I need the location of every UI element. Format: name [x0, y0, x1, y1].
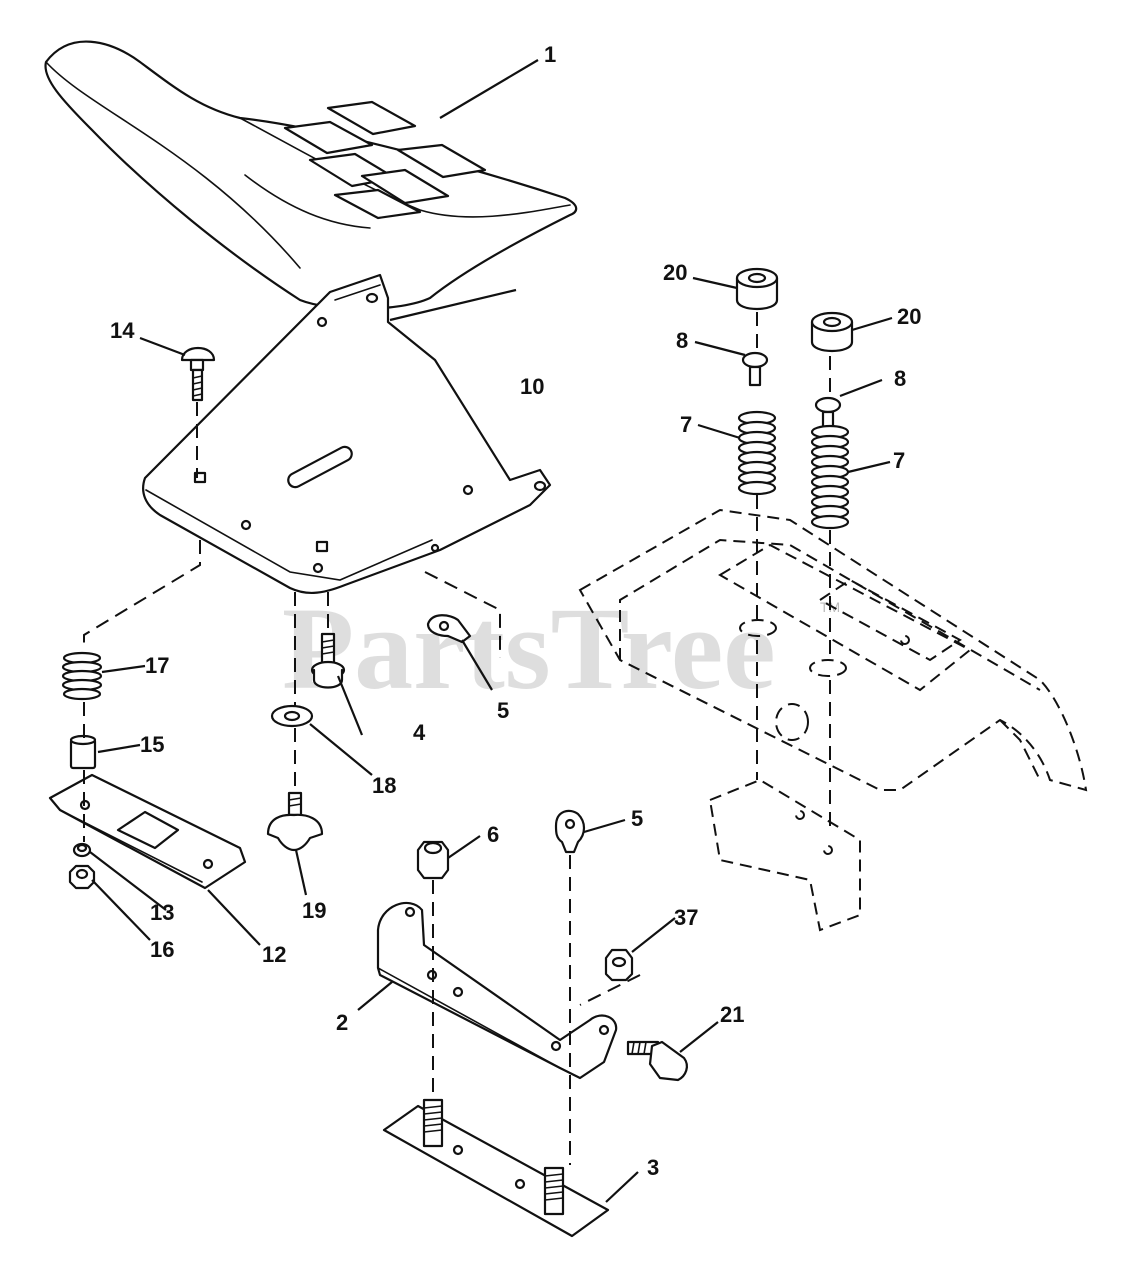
- spring-7-left-part[interactable]: [737, 410, 777, 496]
- bolt-8-left-part[interactable]: [741, 351, 769, 387]
- nut-6-part[interactable]: [416, 840, 450, 880]
- nut-17-part[interactable]: [68, 864, 96, 890]
- spring-7-right-part[interactable]: [810, 424, 850, 530]
- wing-knob-part[interactable]: [266, 791, 324, 852]
- lower-plate-part[interactable]: [382, 1098, 610, 1238]
- callout-labels: 1 2 3 4 5 5 6 7 7 8 8 10 12 13 16 14 15 …: [110, 42, 921, 1180]
- seat-pan-part[interactable]: [142, 273, 552, 594]
- seat-grip-pads: [283, 100, 487, 220]
- nut-37-part[interactable]: [604, 948, 634, 982]
- callout-10[interactable]: 10: [520, 374, 544, 399]
- callout-5-upper[interactable]: 5: [497, 698, 509, 723]
- adjuster-plate-part[interactable]: [48, 773, 247, 890]
- callout-14[interactable]: 14: [110, 318, 135, 343]
- watermark-text: PartsTree: [282, 583, 776, 714]
- callout-5-lower[interactable]: 5: [631, 806, 643, 831]
- callout-6[interactable]: 6: [487, 822, 499, 847]
- callout-16[interactable]: 17: [145, 653, 169, 678]
- spacer-20-left-part[interactable]: [735, 267, 779, 311]
- callout-8-right[interactable]: 8: [894, 366, 906, 391]
- callout-8-left[interactable]: 8: [676, 328, 688, 353]
- callout-20-left[interactable]: 20: [663, 260, 687, 285]
- callout-7-right[interactable]: 7: [893, 448, 905, 473]
- callout-18[interactable]: 18: [372, 773, 396, 798]
- carriage-bolt-part[interactable]: [180, 346, 216, 402]
- washer-13-part[interactable]: [72, 842, 92, 858]
- callout-2[interactable]: 2: [336, 1010, 348, 1035]
- shoulder-bolt-part[interactable]: [310, 632, 346, 689]
- callout-37[interactable]: 37: [674, 905, 698, 930]
- callout-3[interactable]: 3: [647, 1155, 659, 1180]
- watermark: PartsTree TM: [282, 583, 840, 714]
- callout-15[interactable]: 15: [140, 732, 164, 757]
- spacer-part[interactable]: [69, 734, 97, 770]
- clip-upper-part[interactable]: [426, 614, 472, 644]
- assembly-lines: [83, 312, 831, 1165]
- tractor-frame-reference: [578, 508, 1088, 932]
- bolt-8-right-part[interactable]: [814, 396, 842, 432]
- small-spring-part[interactable]: [61, 651, 103, 701]
- callout-12[interactable]: 12: [262, 942, 286, 967]
- spacer-20-right-part[interactable]: [810, 311, 854, 353]
- callout-19[interactable]: 19: [302, 898, 326, 923]
- callout-4[interactable]: 4: [413, 720, 426, 745]
- washer-18-part[interactable]: [270, 704, 314, 728]
- callout-13[interactable]: 13: [150, 900, 174, 925]
- callout-17[interactable]: 16: [150, 937, 174, 962]
- callout-20-right[interactable]: 20: [897, 304, 921, 329]
- seat-part[interactable]: [44, 40, 578, 310]
- callout-7-left[interactable]: 7: [680, 412, 692, 437]
- leader-lines: [89, 59, 893, 1203]
- callout-21[interactable]: 21: [720, 1002, 744, 1027]
- shoulder-bolt-21-part[interactable]: [626, 1040, 688, 1082]
- hinge-bracket-part[interactable]: [376, 901, 618, 1080]
- callout-1[interactable]: 1: [544, 42, 556, 67]
- clip-lower-part[interactable]: [554, 809, 586, 854]
